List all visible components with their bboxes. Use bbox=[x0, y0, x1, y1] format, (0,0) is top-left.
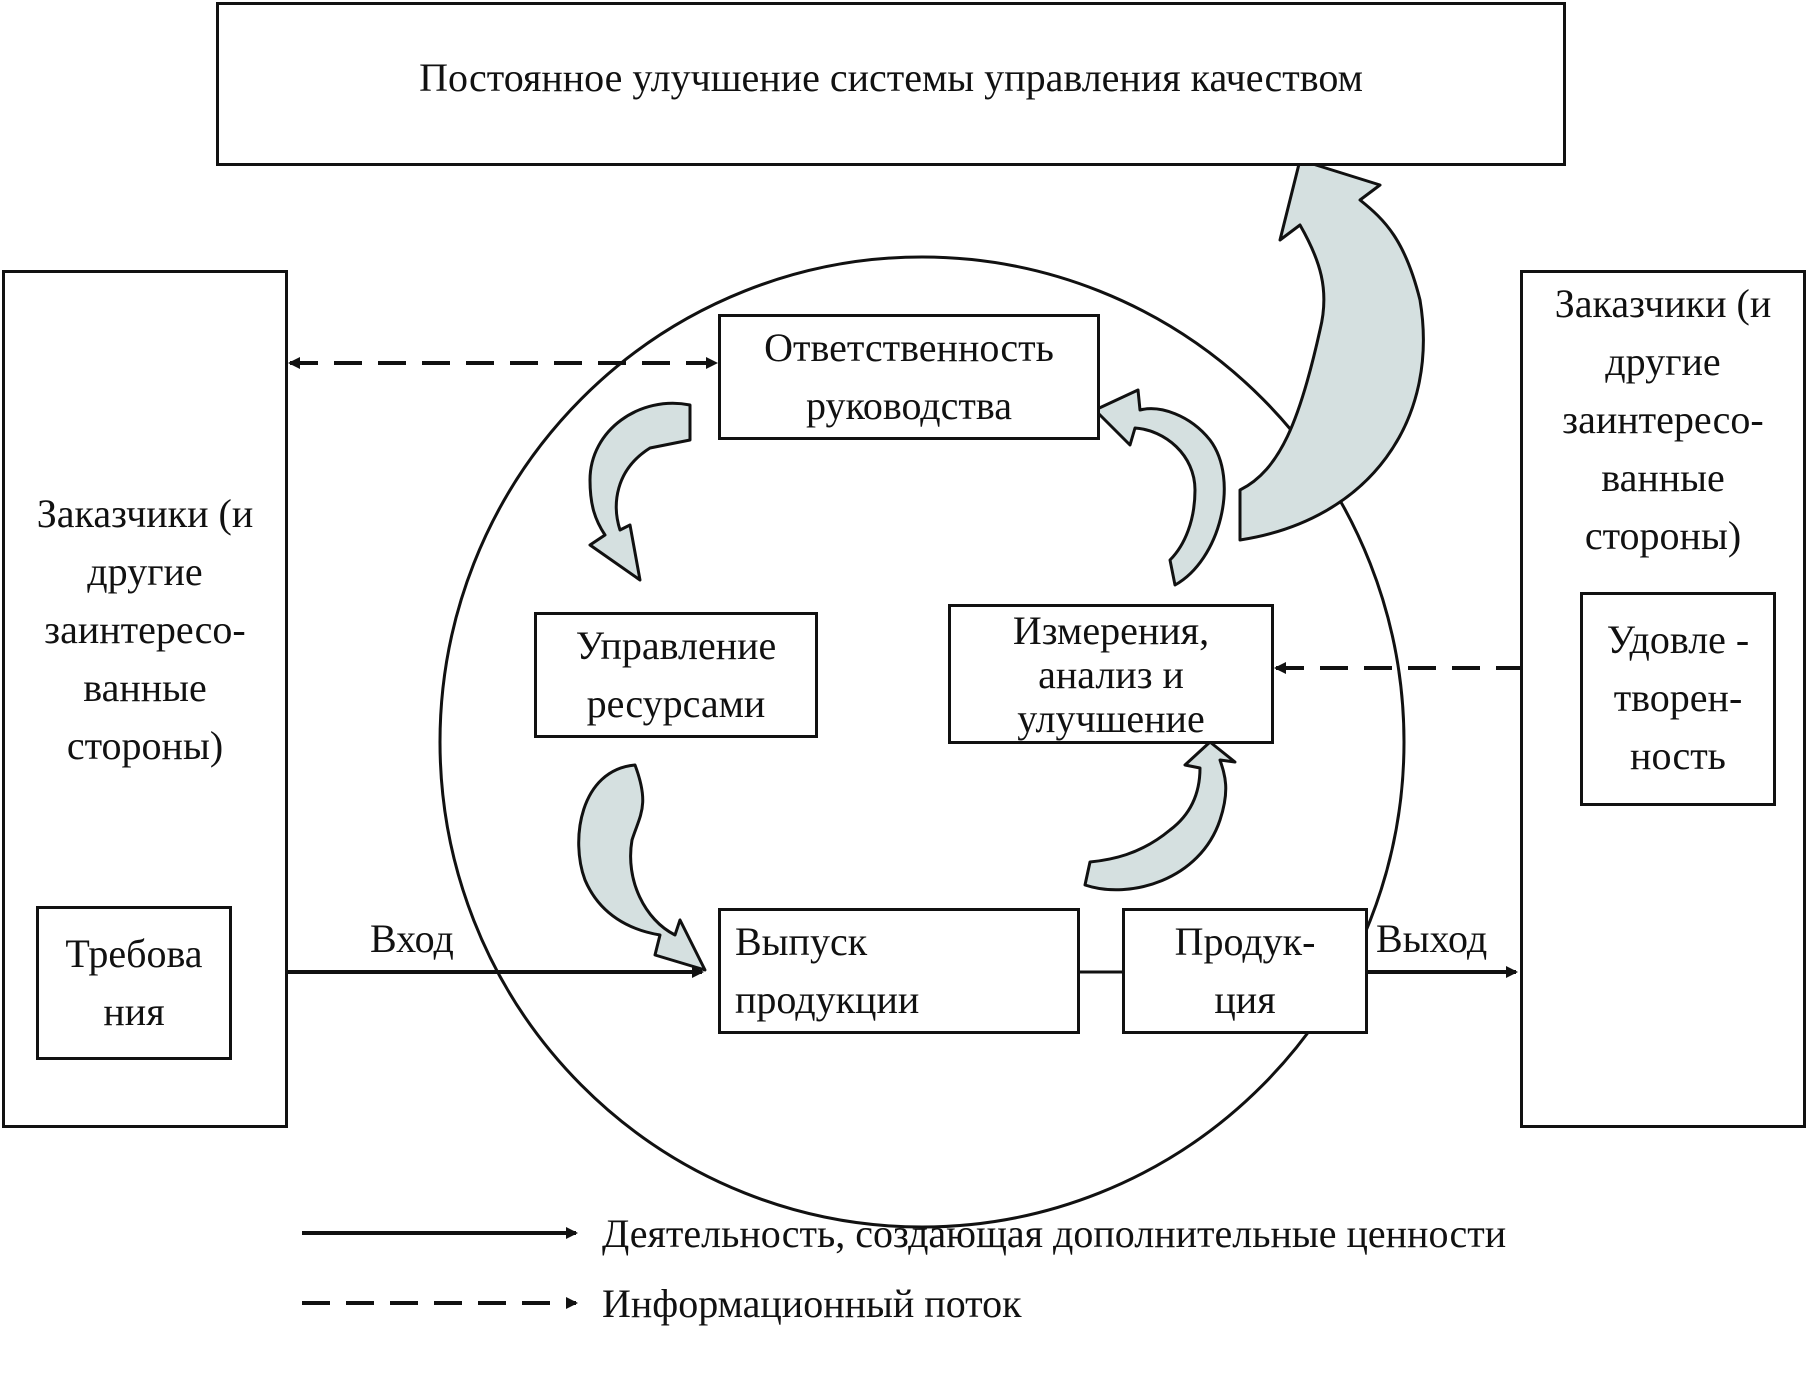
legend-dashed-label: Информационный поток bbox=[602, 1281, 1022, 1326]
management-responsibility-label: Ответственность руководства bbox=[764, 325, 1054, 428]
management-responsibility-box: Ответственность руководства bbox=[718, 314, 1100, 440]
requirements-box: Требова ния bbox=[36, 906, 232, 1060]
satisfaction-box: Удовле - творен- ность bbox=[1580, 592, 1776, 806]
right-customers-label: Заказчики (и другие заинтересо- ванные с… bbox=[1554, 281, 1772, 558]
product-label: Продук- ция bbox=[1174, 919, 1316, 1022]
requirements-label: Требова ния bbox=[65, 931, 203, 1034]
improvement-loop-arrow bbox=[1238, 158, 1425, 542]
arrow-resources-to-realization bbox=[577, 763, 707, 972]
product-realization-box: Выпуск продукции bbox=[718, 908, 1080, 1034]
left-customers-label: Заказчики (и другие заинтересо- ванные с… bbox=[36, 491, 254, 768]
arrow-measurement-to-management bbox=[1093, 388, 1226, 587]
resource-management-box: Управление ресурсами bbox=[534, 612, 818, 738]
product-box: Продук- ция bbox=[1122, 908, 1368, 1034]
legend-solid-label: Деятельность, создающая дополнительные ц… bbox=[602, 1211, 1507, 1256]
input-label: Вход bbox=[370, 916, 454, 961]
continuous-improvement-box: Постоянное улучшение системы управления … bbox=[216, 2, 1566, 166]
measurement-analysis-box: Измерения, анализ и улучшение bbox=[948, 604, 1274, 744]
output-label: Выход bbox=[1376, 916, 1488, 961]
continuous-improvement-title: Постоянное улучшение системы управления … bbox=[419, 55, 1363, 100]
satisfaction-label: Удовле - творен- ность bbox=[1606, 617, 1750, 778]
arrow-management-to-resources bbox=[588, 401, 692, 582]
arrow-realization-to-measurement bbox=[1083, 740, 1237, 892]
process-circle bbox=[438, 255, 1406, 1229]
product-realization-label: Выпуск продукции bbox=[735, 919, 920, 1022]
resource-management-label: Управление ресурсами bbox=[575, 623, 777, 726]
measurement-analysis-label: Измерения, анализ и улучшение bbox=[1012, 608, 1210, 741]
